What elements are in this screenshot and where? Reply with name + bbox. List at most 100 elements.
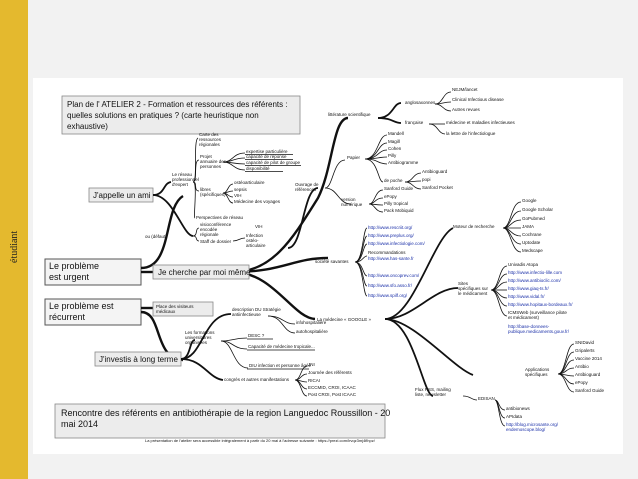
link-endemoscope[interactable]: endemoscope.blog/ [506, 427, 546, 432]
node-ouvrage-line-2: références [295, 187, 317, 192]
link-infectiologie[interactable]: http://www.infectiologie.com/ [368, 241, 426, 246]
node-par-defaut: ou (défaut) [145, 234, 167, 239]
footer-box [54, 403, 386, 439]
node-carte-line-3: régionales [199, 142, 221, 147]
footer-title-line-2: mai 2014 [61, 419, 98, 429]
edge-formations-desc [220, 337, 248, 342]
node-projet-line-1: Projet [200, 154, 213, 159]
edge-diu-auto [267, 315, 296, 334]
node-osteo: ostéoarticulaire [234, 180, 265, 185]
app-item-3: Vaccine 2014 [575, 356, 602, 361]
link-base-donnees-1[interactable]: http://base-donnees- [508, 324, 550, 329]
app-item-6: ePopy [575, 380, 589, 385]
node-sites-line-3: le médicament [458, 291, 488, 296]
map-title-line-3: exhaustive) [67, 122, 108, 131]
edge-apps-7 [557, 373, 575, 393]
edge-reseau-libres [192, 181, 200, 192]
edge-google-moteur [384, 227, 454, 320]
node-francaise: française [405, 120, 424, 125]
link-hopitaux-bordeaux[interactable]: http://www.hopitaux-bordeaux.fr/ [508, 302, 573, 307]
edge-anglo-cid [434, 101, 452, 105]
node-capacite-tropicale: Capacité de médecine tropicale... [248, 344, 315, 349]
node-formations-line-1: Les formations [185, 330, 215, 335]
link-has-sante[interactable]: http://www.has-sante.fr [368, 256, 414, 261]
node-perspectives: Perspectives de réseau [196, 215, 244, 220]
link-preplus[interactable]: http://www.preplus.org/ [368, 233, 415, 238]
branch-cherche-box [152, 264, 250, 280]
link-spilf[interactable]: http://www.spilf.org/ [368, 293, 408, 298]
node-google: Google [522, 198, 537, 203]
edge-staff-infection [232, 237, 246, 242]
mind-map: Plan de l' ATELIER 2 - Formation et ress… [33, 78, 623, 454]
node-reseau-line-1: Le réseau [172, 172, 193, 177]
map-title-line-2: quelles solutions en pratiques ? (carte … [67, 111, 259, 120]
node-pilly-tropical: Pilly tropical [384, 201, 408, 206]
node-vih-b: VIH [255, 224, 263, 229]
app-item-5: Antibioguard [575, 372, 601, 377]
edge-papier-cohen [364, 149, 388, 160]
node-ricai: RICAI [308, 378, 320, 383]
node-apps-line-2: spécifiques [525, 372, 548, 377]
edge-google-sites [384, 287, 459, 320]
edge-appelle-defaut [152, 194, 194, 237]
node-apidata: APIdata [506, 414, 523, 419]
node-magill: Magill [388, 139, 400, 144]
node-projet-line-2: annuaire des [200, 159, 227, 164]
node-medecine-google: La médecine « GOOGLE » [317, 317, 372, 322]
sidebar-label: étudiant [3, 205, 25, 265]
node-infohospitaliere: infohospitalière [296, 320, 327, 325]
link-base-donnees-2[interactable]: publique.medicaments.gouv.fr/ [508, 329, 570, 334]
node-libres-line-1: libres [200, 187, 212, 192]
root-urgent-line-2: est urgent [49, 272, 90, 282]
node-autohospitaliere: autohospitalière [296, 329, 328, 334]
edge-flux-edisan [462, 395, 478, 401]
link-microsante[interactable]: http://blog.microsante.org/ [506, 422, 559, 427]
link-infectio-lille[interactable]: http://www.infectio-lille.com [508, 270, 562, 275]
node-apps-line-1: Applications [525, 367, 550, 372]
node-desc: DESC ? [248, 333, 265, 338]
node-autres-revues: Autres revues [452, 107, 481, 112]
node-ouvrage-line-1: Ouvrage de [295, 182, 319, 187]
node-pilly: Pilly [388, 153, 397, 158]
node-capacite-pilot: capacité de pilot de groupe [246, 160, 301, 165]
edge-urgent-appelle [140, 194, 184, 270]
branch-cherche-label: Je cherche par moi même [158, 268, 251, 277]
node-antibionews: antibionews [506, 406, 531, 411]
edge-congres-post [294, 379, 308, 397]
link-rescriit[interactable]: http://www.rescriit.org/ [368, 225, 413, 230]
root-recurrent-box [44, 298, 142, 326]
node-flux-line-1: Flux RSS, mailing [415, 387, 451, 392]
edge-poche-sanford [404, 181, 422, 190]
edge-litt-anglo [377, 102, 402, 119]
node-post: Post CROI, Post ICAAC [308, 392, 357, 397]
link-antibioclic[interactable]: http://www.antibioclic.com/ [508, 278, 562, 283]
link-sfo[interactable]: http://www.sfo.asso.fr/ [368, 283, 413, 288]
node-papier: Papier [347, 155, 361, 160]
mind-map-canvas: Plan de l' ATELIER 2 - Formation et ress… [44, 87, 605, 443]
node-libres-line-2: (spécifiques) [200, 192, 226, 197]
link-vidal[interactable]: http://www.vidal.fr/ [508, 294, 545, 299]
edge-moteur-google [502, 201, 522, 229]
edge-ouvrage-papier [324, 159, 346, 189]
edge-soc-link-1 [354, 227, 368, 263]
branch-investis-label: J'investis à long terme [99, 355, 178, 364]
link-giaq[interactable]: http://www.giaq-ts.fr/ [508, 286, 550, 291]
node-projet-line-3: personnes [200, 164, 222, 169]
edge-libres-voyages [222, 192, 234, 204]
node-gopubmed: GoPubmed [522, 216, 545, 221]
sidebar-accent-bar: étudiant [0, 0, 28, 479]
node-infection-line-1: Infection [246, 233, 264, 238]
node-formations-line-2: universitaires [185, 335, 212, 340]
root-urgent-line-1: Le problème [49, 261, 99, 271]
node-sites-line-2: spécifiques sur [458, 286, 489, 291]
node-medscape: Medscape [522, 248, 543, 253]
node-reseau-line-3: d'expert [172, 182, 189, 187]
edge-formations-diu-infection [220, 340, 249, 369]
node-infection-line-2: ostéo- [246, 238, 259, 243]
edge-papier-poche [364, 158, 384, 183]
node-medecine-voyages: Médecine des voyages [234, 199, 281, 204]
edge-sites-icms [490, 289, 508, 317]
edge-google-apps [384, 318, 474, 376]
link-oncoprev[interactable]: http://www.oncoprev.com/ [368, 273, 420, 278]
node-icms-line-2: et médicament) [508, 315, 540, 320]
